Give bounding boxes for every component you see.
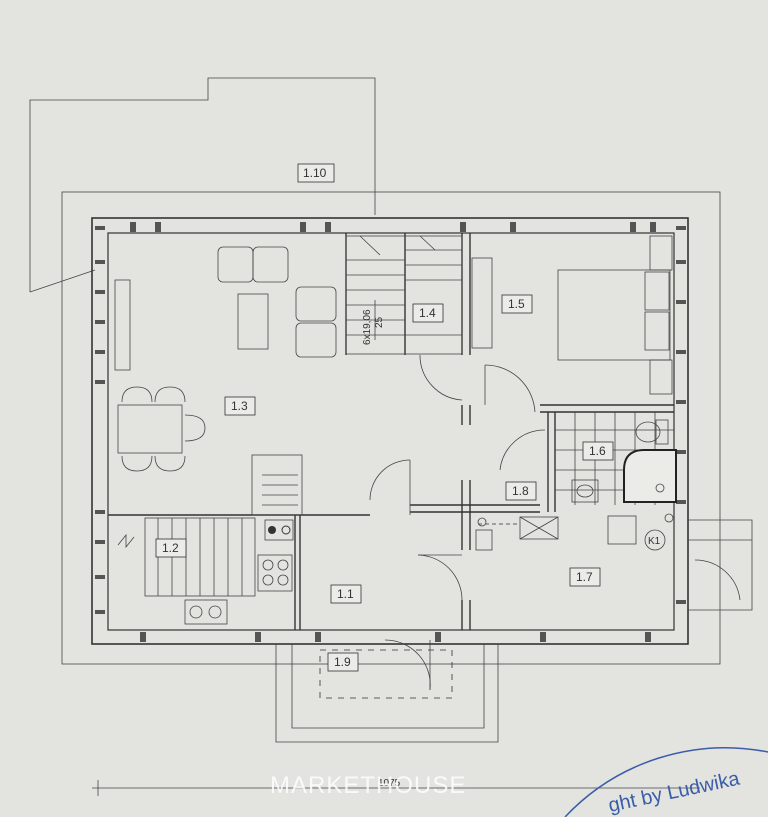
- armchairs: [295, 286, 337, 358]
- svg-text:1.1: 1.1: [337, 587, 354, 601]
- svg-text:1.3: 1.3: [231, 399, 248, 413]
- coffee-table: [237, 293, 269, 350]
- wardrobe: [471, 257, 493, 349]
- side-step: [688, 519, 753, 611]
- svg-text:1.5: 1.5: [508, 297, 525, 311]
- svg-text:1.2: 1.2: [162, 541, 179, 555]
- nightstand-top: [649, 235, 673, 271]
- svg-text:1.7: 1.7: [576, 570, 593, 584]
- doors: [369, 354, 741, 691]
- entrance-porch: [275, 644, 499, 743]
- room-1-2: 1.2: [155, 538, 187, 558]
- kitchen-window-symbol: [117, 533, 135, 549]
- room-1-1: 1.1: [330, 584, 362, 604]
- kitchen-sink: [184, 599, 228, 625]
- stair-label-2: 25: [374, 316, 385, 328]
- room-1-10: 1.10: [297, 163, 335, 183]
- dining-chairs: [121, 386, 206, 472]
- svg-text:1.6: 1.6: [589, 444, 606, 458]
- svg-text:1.9: 1.9: [334, 655, 351, 669]
- dining-table: [117, 404, 183, 454]
- dimension-label: 1075: [378, 778, 401, 789]
- tv-cabinet: [114, 279, 131, 371]
- svg-text:1.10: 1.10: [303, 166, 327, 180]
- washbasin: [571, 479, 599, 503]
- bed: [557, 269, 671, 361]
- chimney-lines: [262, 474, 298, 506]
- sofa: [217, 246, 289, 283]
- room-1-9: 1.9: [327, 652, 359, 672]
- terrace-outline: [29, 77, 376, 293]
- chimney: [251, 454, 303, 516]
- staircase: [345, 235, 463, 355]
- watermark: MARKETHOUSE: [270, 772, 466, 799]
- boiler-label: K1: [648, 536, 661, 547]
- room-labels: 1.1 1.2 1.3 1.4 1.5 1.6 1.7 1.8: [155, 163, 614, 672]
- outer-walls: [91, 217, 689, 645]
- wall-hatching: [95, 222, 686, 642]
- site-outline: [61, 191, 721, 665]
- meter-symbols: [475, 517, 493, 551]
- utility-valve: [664, 513, 674, 523]
- room-1-4: 1.4: [412, 303, 444, 323]
- nightstand-bottom: [649, 359, 673, 395]
- stove: [257, 554, 293, 592]
- ventilation-box: [478, 516, 559, 540]
- svg-text:1.8: 1.8: [512, 484, 529, 498]
- interior-walls: [108, 233, 674, 630]
- boiler: [607, 515, 666, 551]
- svg-text:1.4: 1.4: [419, 306, 436, 320]
- room-1-8: 1.8: [505, 481, 537, 501]
- stair-label: 6x19,06: [362, 309, 373, 345]
- kitchen-appliance: [264, 519, 294, 541]
- shower: [623, 449, 677, 503]
- toilet: [635, 419, 669, 445]
- room-1-7: 1.7: [569, 567, 601, 587]
- room-1-5: 1.5: [501, 294, 533, 314]
- room-1-3: 1.3: [224, 396, 256, 416]
- room-1-6: 1.6: [582, 441, 614, 461]
